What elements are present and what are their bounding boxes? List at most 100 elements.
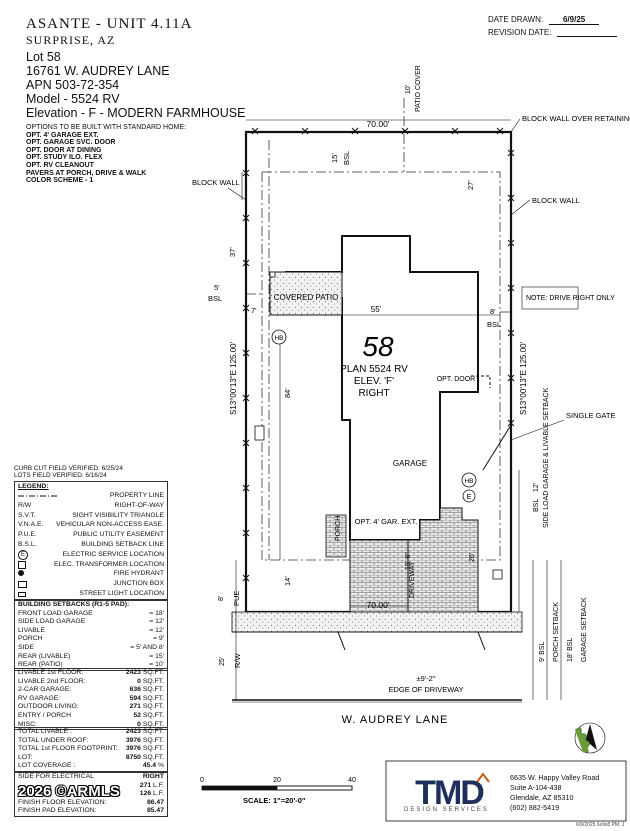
electric-icon: E xyxy=(18,549,29,560)
setback-row: PORCH= 9' xyxy=(18,635,164,643)
street-light-icon xyxy=(18,591,26,597)
covered-patio-label: COVERED PATIO xyxy=(274,293,339,302)
misc-row: FINISH PAD ELEVATION:85.47 xyxy=(18,807,164,815)
svg-text:8': 8' xyxy=(490,307,496,316)
revision-date-label: REVISION DATE: xyxy=(488,28,552,37)
svg-text:25': 25' xyxy=(219,657,226,666)
company-tagline: DESIGN SERVICES xyxy=(404,807,489,813)
setback-row: SIDE= 5' AND 8' xyxy=(18,643,164,651)
drive-width: ±9'-2" xyxy=(416,674,435,683)
option-item: PAVERS AT PORCH, DRIVE & WALK xyxy=(26,169,147,177)
option-item: OPT. GARAGE SVC. DOOR xyxy=(26,139,116,147)
svg-text:E: E xyxy=(467,494,472,501)
tmd-logo-icon: TMD xyxy=(415,772,490,812)
porch-setback-label: PORCH SETBACK xyxy=(553,602,560,662)
svg-text:55': 55' xyxy=(371,305,382,314)
project-title: ASANTE - UNIT 4.11A xyxy=(26,16,193,32)
option-item: OPT. RV CLEANOUT xyxy=(26,161,94,169)
plan-elev: ELEV. 'F' xyxy=(354,376,394,387)
svg-text:5': 5' xyxy=(214,283,220,292)
totals-table: TOTAL LIVABLE :2423 SQ.FT. TOTAL UNDER R… xyxy=(14,727,168,772)
electric-meter-icon xyxy=(462,489,476,503)
legend-heading: LEGEND: xyxy=(18,483,49,490)
block-wall-right-label: BLOCK WALL xyxy=(532,196,580,205)
legend-row: V.N.A.E.VEHICULAR NON-ACCESS EASE. xyxy=(18,521,164,529)
options-list: OPTIONS TO BE BUILT WITH STANDARD HOME: … xyxy=(26,124,206,185)
legend-row: STREET LIGHT LOCATION xyxy=(15,589,167,599)
apn-label: APN 503-72-354 xyxy=(26,78,120,92)
elevation-label: Elevation - F - MODERN FARMHOUSE xyxy=(26,106,246,120)
lot-label: Lot 58 xyxy=(26,50,61,64)
company-address: 6635 W. Happy Valley Road Suite A-104-43… xyxy=(510,773,600,812)
hose-bib-icon xyxy=(461,472,477,488)
svg-text:18' BSL: 18' BSL xyxy=(567,638,574,662)
area-row: 2-CAR GARAGE:636 SQ.FT. xyxy=(18,686,164,694)
north-arrow-icon xyxy=(574,722,606,754)
curb-cut-verified: CURB CUT FIELD VERIFIED: 6/25/24 xyxy=(14,465,123,472)
watermark: 2026 ©ARMLS xyxy=(18,783,120,800)
legend-row: ELEC. TRANSFORMER LOCATION xyxy=(15,560,167,570)
left-bearing: S13°00'13"E 125.00' xyxy=(229,341,238,415)
lot-number: 58 xyxy=(362,331,394,362)
address-label: 16761 W. AUDREY LANE xyxy=(26,64,170,78)
option-item: OPT. STUDY ILO. FLEX xyxy=(26,154,103,162)
driveway-label: DRIVEWAY xyxy=(409,561,416,598)
svg-text:19'-6": 19'-6" xyxy=(405,552,412,570)
svg-text:SCALE: 1"=20'-0": SCALE: 1"=20'-0" xyxy=(243,796,306,805)
svg-text:84': 84' xyxy=(283,388,292,398)
street-name: W. AUDREY LANE xyxy=(342,714,449,726)
patio-cover-label: PATIO COVER xyxy=(415,65,422,112)
single-gate-label: SINGLE GATE xyxy=(566,411,615,420)
hose-bib-icon xyxy=(271,329,287,345)
area-row: LIVABLE 2nd FLOOR:0 SQ.FT. xyxy=(18,677,164,685)
area-row: OUTDOOR LIVING:271 SQ.FT. xyxy=(18,703,164,711)
setback-row: SIDE LOAD GARAGE= 12' xyxy=(18,618,164,626)
svg-text:37': 37' xyxy=(228,247,237,257)
porch-label: PORCH xyxy=(335,516,342,541)
right-bearing: S13°00'13"E 125.00' xyxy=(519,341,528,415)
total-row: TOTAL UNDER ROOF:3976 SQ.FT. xyxy=(18,736,164,744)
block-wall-left-label: BLOCK WALL xyxy=(192,178,240,187)
svg-text:BSL: BSL xyxy=(533,499,540,512)
opt-gar-ext-label: OPT. 4' GAR. EXT. xyxy=(355,517,418,526)
opt-door-label: OPT. DOOR xyxy=(437,376,476,383)
option-item: OPT. DOOR AT DINING xyxy=(26,146,102,154)
block-wall-marks xyxy=(242,127,515,582)
fire-hydrant-icon xyxy=(18,570,24,577)
junction-box xyxy=(492,569,503,580)
property-line-symbol xyxy=(18,495,58,497)
plan-name: PLAN 5524 RV xyxy=(340,364,408,375)
setback-row: REAR (LIVABLE)= 15' xyxy=(18,652,164,660)
setbacks-table: BUILDING SETBACKS (R1-5 PAD): FRONT LOAD… xyxy=(14,600,168,671)
svg-text:BSL: BSL xyxy=(342,151,351,165)
legend-row: S.V.T.SIGHT VISIBILITY TRIANGLE xyxy=(18,511,164,519)
edge-driveway-label: EDGE OF DRIVEWAY xyxy=(388,685,463,694)
side-load-label: SIDE LOAD GARAGE & LIVABLE SETBACK xyxy=(543,387,550,528)
area-row: MISC:0 SQ.FT. xyxy=(18,720,164,728)
company-logo: TMD xyxy=(397,764,500,819)
legend-row: FIRE HYDRANT xyxy=(15,569,167,579)
areas-table: LIVABLE 1st FLOOR:2423 SQ.FT. LIVABLE 2n… xyxy=(14,668,168,731)
date-box: DATE DRAWN: 6/9/25 REVISION DATE: xyxy=(488,15,618,37)
garage-label: GARAGE xyxy=(393,459,427,468)
option-item: OPT. 4' GARAGE EXT. xyxy=(26,131,99,139)
scale-bar: 0 20 40 SCALE: 1"=20'-0" xyxy=(200,777,356,805)
print-stamp: 6/9/2025 6x9x8 PM, J xyxy=(576,822,625,828)
area-row: RV GARAGE:594 SQ.FT. xyxy=(18,694,164,702)
project-city: SURPRISE, AZ xyxy=(26,33,116,47)
svg-text:12': 12' xyxy=(533,483,540,492)
sidewalk xyxy=(231,611,523,633)
pue-label: PUE xyxy=(232,591,241,606)
total-row: LOT COVERAGE :45.4 % xyxy=(18,762,164,770)
svg-text:26': 26' xyxy=(469,553,476,562)
top-width: 70.00' xyxy=(367,119,390,129)
svg-text:40: 40 xyxy=(348,777,356,784)
legend-row: P.U.E.PUBLIC UTILITY EASEMENT xyxy=(18,531,164,539)
garage-setback-label: GARAGE SETBACK xyxy=(581,597,588,662)
opt-door-swing xyxy=(471,375,491,388)
svg-text:TMD: TMD xyxy=(415,774,484,812)
